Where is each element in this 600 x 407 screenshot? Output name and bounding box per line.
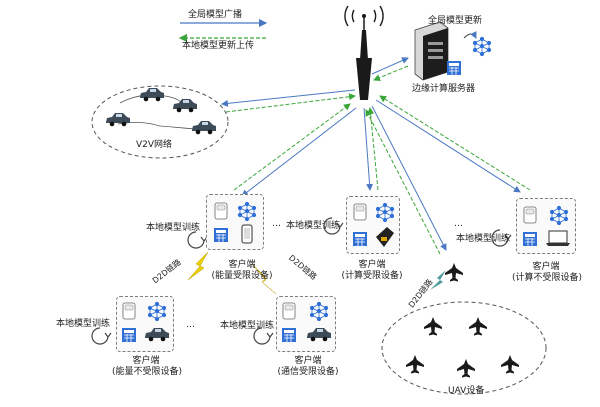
base-station-icon bbox=[344, 5, 384, 100]
client-compute-limited-box bbox=[346, 196, 400, 254]
client-energy-unlimited-sub: (能量不受限设备) bbox=[111, 367, 183, 377]
d2d-lightning-icon bbox=[251, 263, 277, 295]
phone-icon bbox=[241, 224, 253, 244]
global-update-label: 全局模型更新 bbox=[428, 16, 483, 26]
v2v-network-ellipse bbox=[91, 85, 229, 159]
client-energy-unlimited-title: 客户端 bbox=[132, 356, 160, 366]
neural-network-icon bbox=[147, 301, 167, 322]
ellipsis: … bbox=[454, 219, 463, 229]
neural-network-icon bbox=[549, 205, 569, 226]
uav-label: UAV设备 bbox=[448, 386, 485, 396]
processor-icon bbox=[523, 206, 537, 224]
uav-plane-icon bbox=[406, 355, 424, 374]
client-comm-limited-title: 客户端 bbox=[294, 356, 322, 366]
laptop-icon bbox=[546, 230, 570, 246]
client-energy-limited-box bbox=[206, 194, 264, 250]
neural-network-icon bbox=[309, 301, 329, 322]
training-cycle-icon bbox=[91, 327, 112, 345]
server-neural-network-icon bbox=[472, 36, 492, 57]
upload-legend-label: 本地模型更新上传 bbox=[182, 41, 255, 51]
uav-plane-icon bbox=[445, 263, 463, 282]
processor-icon bbox=[282, 302, 296, 320]
client-energy-limited-sub: (能量受限设备) bbox=[211, 271, 273, 281]
client-compute-unlimited-title: 客户端 bbox=[532, 262, 560, 272]
v2v-car-icon bbox=[173, 99, 197, 113]
v2v-label: V2V网络 bbox=[136, 140, 173, 150]
uav-plane-icon bbox=[501, 355, 519, 374]
neural-network-icon bbox=[375, 202, 395, 223]
car-icon bbox=[307, 328, 331, 342]
calculator-icon bbox=[121, 327, 137, 343]
processor-icon bbox=[214, 202, 228, 220]
local-training-label: 本地模型训练 bbox=[220, 321, 275, 331]
processor-icon bbox=[353, 203, 367, 221]
client-compute-unlimited-box bbox=[516, 198, 576, 254]
client-energy-limited-title: 客户端 bbox=[228, 260, 256, 270]
d2d-lightning-icon bbox=[187, 251, 209, 281]
ellipsis: … bbox=[272, 219, 281, 229]
calculator-icon bbox=[352, 231, 368, 247]
d2d-lightning-icon bbox=[430, 270, 446, 290]
car-icon bbox=[145, 328, 169, 342]
local-training-label: 本地模型训练 bbox=[56, 319, 111, 329]
client-comm-limited-sub: (通信受限设备) bbox=[277, 367, 339, 377]
client-comm-limited-box bbox=[276, 296, 336, 352]
training-cycle-icon bbox=[187, 231, 208, 249]
local-training-label: 本地模型训练 bbox=[456, 234, 511, 244]
calculator-icon bbox=[213, 227, 229, 243]
edge-server-label: 边缘计算服务器 bbox=[412, 84, 476, 94]
edge-server-icon bbox=[414, 21, 449, 81]
calculator-icon bbox=[281, 327, 297, 343]
client-compute-limited-sub: (计算受限设备) bbox=[341, 271, 403, 281]
server-calculator-icon bbox=[446, 60, 462, 76]
uav-plane-icon bbox=[457, 359, 475, 378]
uav-plane-icon bbox=[424, 317, 442, 336]
uav-plane-icon bbox=[469, 317, 487, 336]
local-training-label: 本地模型训练 bbox=[286, 221, 341, 231]
calculator-icon bbox=[522, 231, 538, 247]
processor-icon bbox=[122, 302, 136, 320]
v2v-car-icon bbox=[192, 121, 216, 135]
uav-ellipse bbox=[381, 301, 547, 395]
ellipsis: … bbox=[186, 320, 195, 330]
broadcast-legend-label: 全局模型广播 bbox=[188, 10, 243, 20]
neural-network-icon bbox=[237, 201, 257, 222]
local-training-label: 本地模型训练 bbox=[146, 223, 201, 233]
client-compute-unlimited-sub: (计算不受限设备) bbox=[511, 273, 583, 283]
client-compute-limited-title: 客户端 bbox=[358, 260, 386, 270]
v2v-car-icon bbox=[106, 113, 130, 127]
client-energy-unlimited-box bbox=[116, 296, 174, 352]
v2v-car-icon bbox=[140, 88, 164, 102]
cordless-phone-icon bbox=[376, 227, 394, 247]
